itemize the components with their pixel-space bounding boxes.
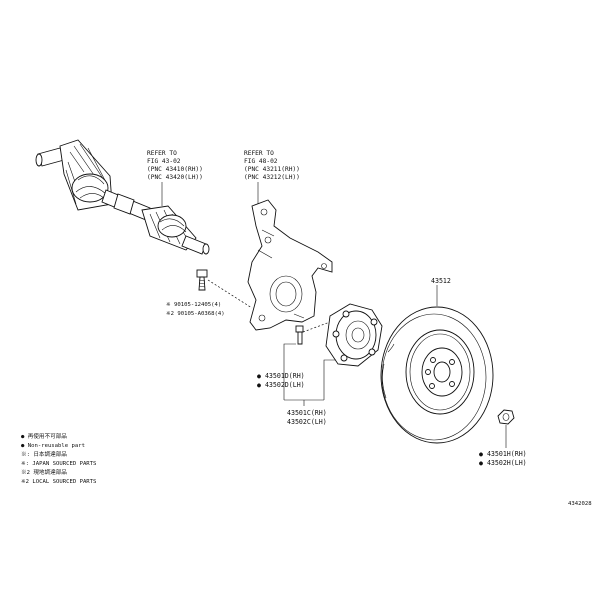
drive-shaft-pnc-rh: (PNC 43410(RH)) [147,166,203,173]
bolt-part-numbers[interactable]: ※ 90105-12405(4) ※2 90105-A0368(4) [166,301,225,317]
hub-bearing-part-rh[interactable]: 43501C(RH) [287,409,327,417]
legend-line-1: ● 再使用不可部品 [21,432,67,440]
hub-bearing-part-lh[interactable]: 43502C(LH) [287,418,327,426]
drive-shaft-illustration[interactable] [35,139,210,255]
legend-line-3: ※: 日本調達部品 [21,450,67,458]
bolt-alignment-dashed-line [207,279,253,309]
drive-shaft-pnc-lh: (PNC 43420(LH)) [147,174,203,181]
hub-part-lh[interactable]: ● 43502D(LH) [257,381,305,389]
hub-nut-illustration[interactable] [497,409,515,425]
hub-part-rh[interactable]: ● 43501D(RH) [257,372,305,380]
hub-bearing-illustration[interactable] [325,303,383,367]
knuckle-bolt[interactable] [196,269,208,291]
knuckle-pnc-lh: (PNC 43212(LH)) [244,174,300,181]
drive-shaft-refer-text: REFER TO [147,150,177,157]
nut-part-numbers[interactable]: ● 43501H(RH) ● 43502H(LH) [479,450,527,467]
bolt-part-number-1[interactable]: ※ 90105-12405(4) [166,301,221,308]
knuckle-fig-text: FIG 48-02 [244,158,278,165]
hub-bearing-leader-bracket [283,343,336,406]
legend-line-2: ● Non-reusable part [21,443,85,449]
figure-id: 4342028 [568,501,592,507]
bolt-part-number-2[interactable]: ※2 90105-A0368(4) [166,310,225,317]
hub-bearing-part-numbers[interactable]: 43501C(RH) 43502C(LH) [287,409,327,426]
legend-line-6: ※2 LOCAL SOURCED PARTS [21,478,96,485]
nut-part-lh[interactable]: ● 43502H(LH) [479,459,527,467]
brake-rotor-illustration[interactable] [380,306,494,444]
knuckle-pnc-rh: (PNC 43211(RH)) [244,166,300,173]
hub-bolt-dashed-line [302,321,331,333]
knuckle-reference-label: REFER TO FIG 48-02 (PNC 43211(RH)) (PNC … [244,150,300,181]
drive-shaft-fig-text: FIG 43-02 [147,158,181,165]
hub-bolt[interactable] [295,325,304,345]
legend: ● 再使用不可部品 ● Non-reusable part ※: 日本調達部品 … [21,432,96,485]
drive-shaft-reference-label: REFER TO FIG 43-02 (PNC 43410(RH)) (PNC … [147,150,203,181]
rotor-part-number[interactable]: 43512 [431,277,451,285]
knuckle-refer-text: REFER TO [244,150,274,157]
legend-line-4: ※: JAPAN SOURCED PARTS [21,460,96,467]
legend-line-5: ※2 現地調達部品 [21,468,67,476]
hub-seal-part-numbers[interactable]: ● 43501D(RH) ● 43502D(LH) [257,372,305,389]
nut-part-rh[interactable]: ● 43501H(RH) [479,450,527,458]
steering-knuckle-illustration[interactable] [247,199,333,331]
